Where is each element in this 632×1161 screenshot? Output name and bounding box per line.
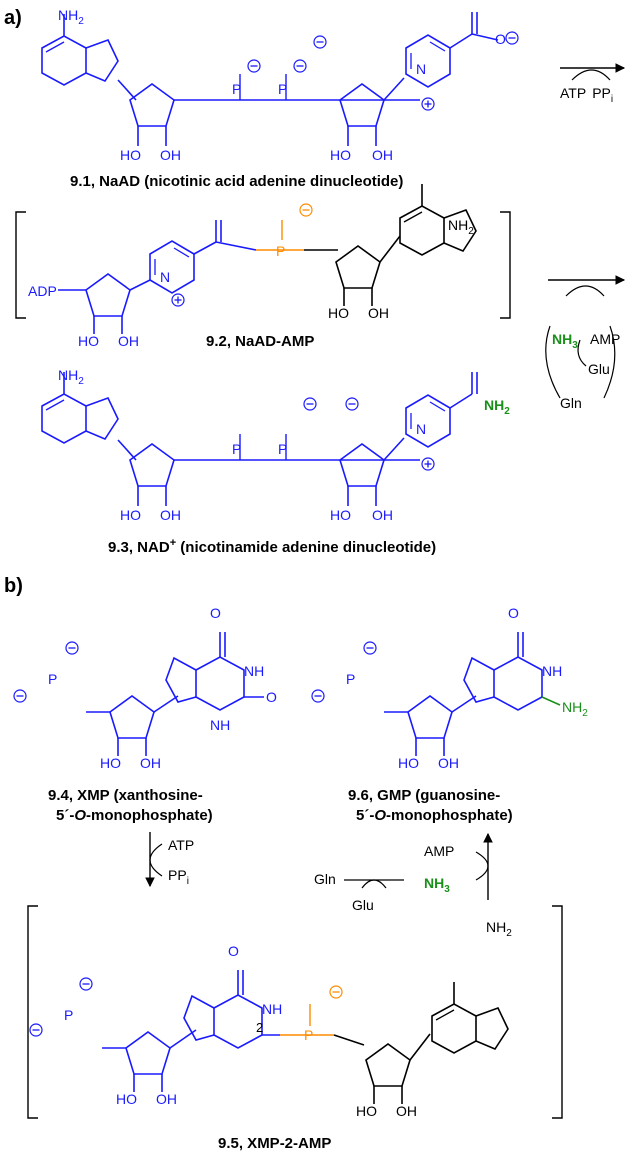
nad-oh-1: OH bbox=[160, 507, 181, 523]
naadamp-ho-2: HO bbox=[328, 305, 349, 321]
arrow-naad-to-naadamp bbox=[560, 63, 626, 81]
xmpamp-p-1: P bbox=[64, 1007, 73, 1023]
naad-ho-2: HO bbox=[330, 147, 351, 163]
xmpamp-ho-2: HO bbox=[356, 1103, 377, 1119]
naad-p2: P bbox=[278, 81, 287, 97]
adp-label: ADP bbox=[28, 283, 57, 299]
nad-oh-2: OH bbox=[372, 507, 393, 523]
position-2-label: 2 bbox=[256, 1020, 263, 1035]
reagent-gln-1: Gln bbox=[560, 395, 582, 411]
molecule-gmp bbox=[311, 631, 561, 756]
xmpamp-nh: NH bbox=[262, 1001, 282, 1017]
naad-n-plus: N bbox=[416, 61, 426, 77]
xmpamp-ho-1: HO bbox=[116, 1091, 137, 1107]
naad-ho-1: HO bbox=[120, 147, 141, 163]
naadamp-nh2: NH2 bbox=[448, 217, 474, 237]
caption-xmp-1: 9.4, XMP (xanthosine- bbox=[48, 787, 203, 804]
nad-p1: P bbox=[232, 441, 241, 457]
reagent-nh3-1: NH3 bbox=[552, 331, 578, 351]
xmp-ho: HO bbox=[100, 755, 121, 771]
molecule-naadamp bbox=[58, 183, 477, 334]
caption-xmpamp: 9.5, XMP-2-AMP bbox=[218, 1135, 331, 1152]
molecule-nad bbox=[41, 371, 478, 506]
xmp-oh: OH bbox=[140, 755, 161, 771]
naadamp-oh-1: OH bbox=[118, 333, 139, 349]
caption-gmp-2: 5´-O-monophosphate) bbox=[356, 807, 513, 824]
bracket-xmpamp bbox=[27, 905, 563, 1119]
xmpamp-oh-2: OH bbox=[396, 1103, 417, 1119]
caption-naad: 9.1, NaAD (nicotinic acid adenine dinucl… bbox=[70, 173, 403, 190]
molecule-xmpamp bbox=[29, 969, 509, 1104]
xmp-p: P bbox=[48, 671, 57, 687]
naadamp-p: P bbox=[276, 243, 285, 259]
naadamp-ho-1: HO bbox=[78, 333, 99, 349]
caption-gmp-1: 9.6, GMP (guanosine- bbox=[348, 787, 500, 804]
xmp-nh: NH bbox=[244, 663, 264, 679]
xmpamp-oh-1: OH bbox=[156, 1091, 177, 1107]
reagent-atp-2: ATP bbox=[168, 837, 194, 853]
bracket-naadamp bbox=[15, 211, 511, 319]
molecule-xmp bbox=[13, 631, 264, 756]
nad-p2: P bbox=[278, 441, 287, 457]
gmp-p: P bbox=[346, 671, 355, 687]
naad-nh2: NH2 bbox=[58, 7, 84, 27]
arrow-xmp-to-xmpamp bbox=[145, 832, 163, 888]
reagent-ppi-2: PPi bbox=[168, 867, 189, 887]
panel-label-b: b) bbox=[4, 575, 23, 597]
reagent-gln-2: Gln bbox=[314, 871, 336, 887]
reagent-glu-2: Glu bbox=[352, 897, 374, 913]
gmp-ho: HO bbox=[398, 755, 419, 771]
naadamp-n-plus: N bbox=[160, 269, 170, 285]
caption-naadamp: 9.2, NaAD-AMP bbox=[206, 333, 314, 350]
caption-xmp-2: 5´-O-monophosphate) bbox=[56, 807, 213, 824]
xmp-o-top: O bbox=[210, 605, 221, 621]
arrow-naadamp-to-nad bbox=[545, 275, 626, 399]
caption-nad: 9.3, NAD+ (nicotinamide adenine dinucleo… bbox=[108, 537, 436, 556]
reagent-amp-2: AMP bbox=[424, 843, 454, 859]
nad-ho-2: HO bbox=[330, 507, 351, 523]
nad-n-plus: N bbox=[416, 421, 426, 437]
xmpamp-o-top: O bbox=[228, 943, 239, 959]
xmp-nh-bottom: NH bbox=[210, 717, 230, 733]
naad-p1: P bbox=[232, 81, 241, 97]
molecule-naad bbox=[41, 12, 519, 146]
reagent-amp-1: AMP bbox=[590, 331, 620, 347]
panel-label-a: a) bbox=[4, 7, 22, 29]
nad-amide-nh2: NH2 bbox=[484, 397, 510, 417]
naadamp-oh-2: OH bbox=[368, 305, 389, 321]
reagent-nh3-2: NH3 bbox=[424, 875, 450, 895]
gmp-oh: OH bbox=[438, 755, 459, 771]
gmp-o-top: O bbox=[508, 605, 519, 621]
naad-oh-2: OH bbox=[372, 147, 393, 163]
nad-ho-1: HO bbox=[120, 507, 141, 523]
gmp-nh: NH bbox=[542, 663, 562, 679]
gmp-nh2: NH2 bbox=[562, 699, 588, 719]
xmp-o-right: O bbox=[266, 689, 277, 705]
nad-nh2: NH2 bbox=[58, 367, 84, 387]
naad-oh-1: OH bbox=[160, 147, 181, 163]
arrow-xmpamp-to-gmp bbox=[344, 832, 493, 900]
xmpamp-nh2: NH2 bbox=[486, 919, 512, 939]
reagent-glu-1: Glu bbox=[588, 361, 610, 377]
naad-o-minus: O bbox=[495, 31, 506, 47]
xmpamp-p-2: P bbox=[304, 1027, 313, 1043]
